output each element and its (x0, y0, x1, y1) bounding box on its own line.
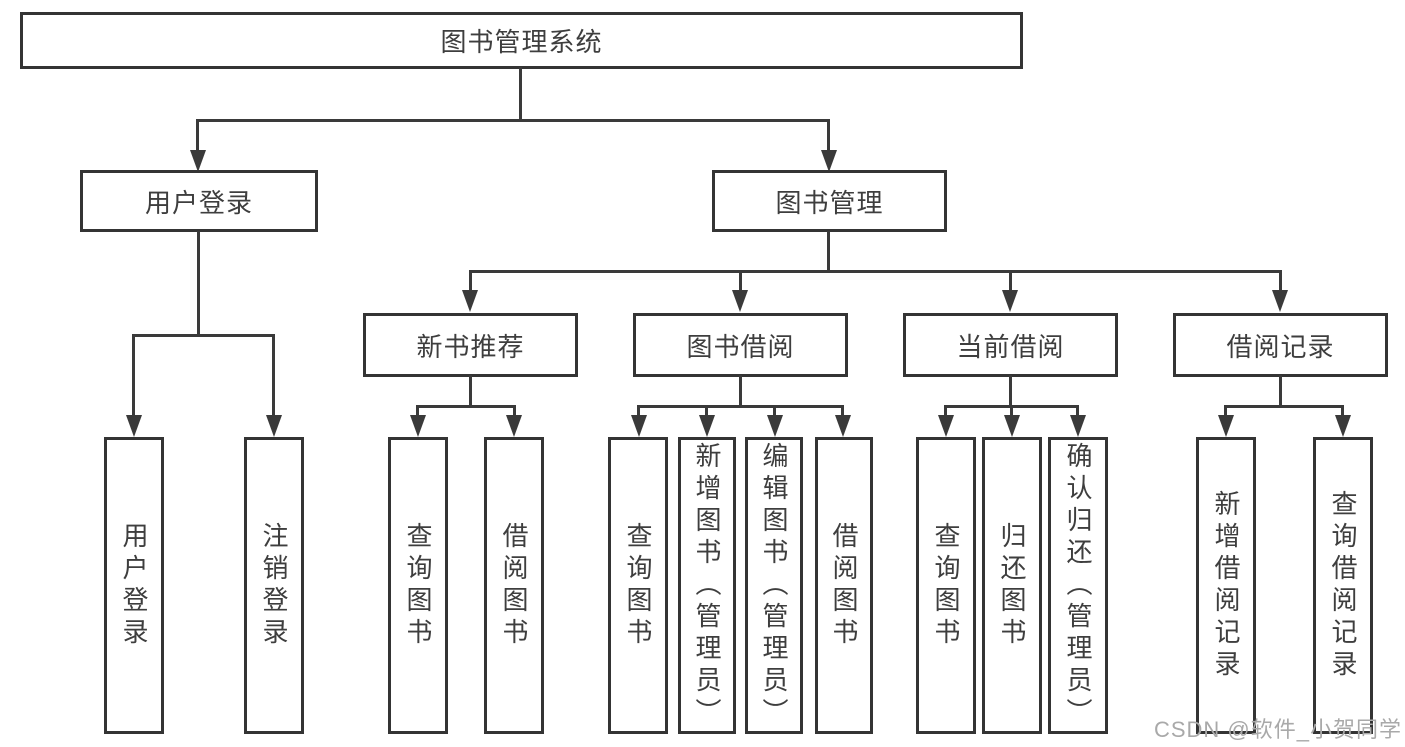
connector-user-login-drop (196, 119, 199, 151)
leaf-label: 查询图书 (931, 521, 961, 650)
connector-stem (1279, 375, 1282, 408)
leaf-query-books-borrow: 查询图书 (608, 437, 668, 734)
connector-drop (1009, 270, 1012, 293)
connector-drop (705, 405, 708, 417)
down-arrowhead (938, 415, 954, 437)
connector-user-login-rail (132, 334, 275, 337)
down-arrowhead (1218, 415, 1234, 437)
leaf-label: 编辑图书（管理员） (759, 441, 789, 730)
down-arrowhead (190, 150, 206, 172)
leaf-label: 查询借阅记录 (1328, 489, 1358, 682)
connector-rail (1225, 405, 1344, 408)
leaf-add-book-admin: 新增图书（管理员） (678, 437, 736, 734)
connector-drop (513, 405, 516, 417)
leaf-label: 新增借阅记录 (1211, 489, 1241, 682)
leaf-label: 注销登录 (259, 521, 289, 650)
node-new-book-recommend: 新书推荐 (363, 313, 578, 377)
connector-root-stem (519, 67, 522, 121)
node-current-borrow-label: 当前借阅 (956, 331, 1065, 362)
leaf-label: 新增图书（管理员） (692, 441, 722, 730)
connector-drop (1224, 405, 1227, 417)
connector-drop (1010, 405, 1013, 417)
connector-drop (739, 270, 742, 293)
node-borrow-records: 借阅记录 (1173, 313, 1388, 377)
down-arrowhead (1335, 415, 1351, 437)
leaf-label: 查询图书 (623, 521, 653, 650)
connector-level3-rail (469, 270, 1282, 273)
node-user-login: 用户登录 (80, 170, 318, 232)
down-arrowhead (699, 415, 715, 437)
down-arrowhead (835, 415, 851, 437)
down-arrowhead (1004, 415, 1020, 437)
leaf-return-book: 归还图书 (982, 437, 1042, 734)
leaf-add-borrow-record: 新增借阅记录 (1196, 437, 1256, 734)
connector-rail (637, 405, 844, 408)
connector-book-mgmt-drop (827, 119, 830, 151)
down-arrowhead (126, 415, 142, 437)
node-borrow-records-label: 借阅记录 (1226, 331, 1335, 362)
connector-rail (417, 405, 516, 408)
down-arrowhead (462, 290, 478, 312)
node-root-label: 图书管理系统 (440, 27, 603, 57)
node-root: 图书管理系统 (20, 12, 1023, 69)
connector-drop (469, 270, 472, 293)
leaf-label: 查询图书 (403, 521, 433, 650)
connector-user-login-stem (197, 231, 200, 337)
node-user-login-label: 用户登录 (144, 187, 253, 218)
down-arrowhead (1002, 290, 1018, 312)
leaf-query-books-current: 查询图书 (916, 437, 976, 734)
leaf-edit-book-admin: 编辑图书（管理员） (745, 437, 803, 734)
leaf-label: 借阅图书 (499, 521, 529, 650)
connector-drop (272, 334, 275, 416)
connector-stem (1009, 375, 1012, 408)
down-arrowhead (266, 415, 282, 437)
csdn-watermark: CSDN @软件_小贺同学 (1153, 717, 1402, 742)
connector-drop (1076, 405, 1079, 417)
leaf-label: 借阅图书 (829, 521, 859, 650)
node-book-borrow-label: 图书借阅 (686, 331, 795, 362)
connector-level2-rail (196, 119, 830, 122)
connector-stem (739, 375, 742, 408)
leaf-confirm-return-admin: 确认归还（管理员） (1048, 437, 1108, 734)
down-arrowhead (732, 290, 748, 312)
connector-book-mgmt-stem (827, 231, 830, 273)
connector-drop (416, 405, 419, 417)
connector-drop (773, 405, 776, 417)
connector-drop (841, 405, 844, 417)
down-arrowhead (1070, 415, 1086, 437)
node-current-borrow: 当前借阅 (903, 313, 1118, 377)
leaf-label: 确认归还（管理员） (1063, 441, 1093, 730)
leaf-borrow-books-recommend: 借阅图书 (484, 437, 544, 734)
connector-stem (469, 375, 472, 408)
down-arrowhead (1272, 290, 1288, 312)
leaf-label: 归还图书 (997, 521, 1027, 650)
connector-drop (1279, 270, 1282, 293)
node-book-management-label: 图书管理 (775, 187, 884, 218)
connector-drop (637, 405, 640, 417)
connector-drop (944, 405, 947, 417)
down-arrowhead (410, 415, 426, 437)
connector-drop (1341, 405, 1344, 417)
leaf-query-books-recommend: 查询图书 (388, 437, 448, 734)
leaf-logout: 注销登录 (244, 437, 304, 734)
node-book-borrow: 图书借阅 (633, 313, 848, 377)
down-arrowhead (631, 415, 647, 437)
node-book-management: 图书管理 (712, 170, 947, 232)
leaf-borrow-books: 借阅图书 (815, 437, 873, 734)
leaf-query-borrow-record: 查询借阅记录 (1313, 437, 1373, 734)
node-new-book-recommend-label: 新书推荐 (416, 331, 525, 362)
leaf-user-login: 用户登录 (104, 437, 164, 734)
connector-drop (132, 334, 135, 416)
down-arrowhead (767, 415, 783, 437)
leaf-label: 用户登录 (119, 521, 149, 650)
down-arrowhead (821, 150, 837, 172)
down-arrowhead (506, 415, 522, 437)
